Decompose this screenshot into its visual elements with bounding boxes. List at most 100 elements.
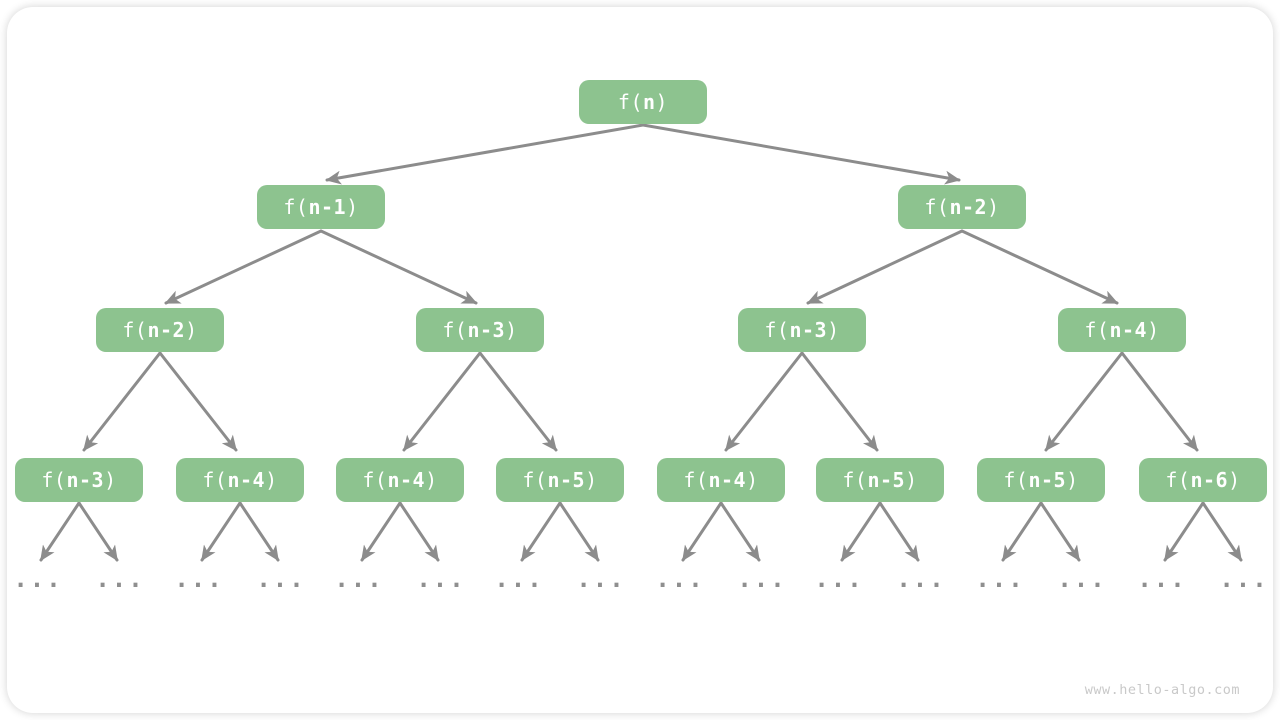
- ellipsis: ...: [95, 565, 145, 593]
- tree-edge: [724, 351, 804, 452]
- tree-edge: [1039, 501, 1081, 562]
- ellipsis: ...: [174, 565, 224, 593]
- node-label-suffix: ): [1147, 318, 1160, 342]
- tree-edge: [800, 351, 879, 452]
- node-label-arg: n-6: [1190, 468, 1229, 492]
- node-l2-f-n-2: f(n-2): [898, 185, 1026, 229]
- node-label-suffix: ): [505, 318, 518, 342]
- node-label-prefix: f(: [283, 195, 309, 219]
- ellipsis: ...: [1057, 565, 1107, 593]
- node-l4-f-n-3: f(n-3): [15, 458, 143, 502]
- node-l4-f-n-6: f(n-6): [1139, 458, 1267, 502]
- ellipsis: ...: [975, 565, 1025, 593]
- node-label-prefix: f(: [442, 318, 468, 342]
- node-label-arg: n-2: [147, 318, 186, 342]
- node-l3-f-n-3: f(n-3): [738, 308, 866, 352]
- node-label-suffix: ): [1228, 468, 1241, 492]
- node-label-arg: n-3: [66, 468, 105, 492]
- ellipsis: ...: [896, 565, 946, 593]
- node-label-arg: n-2: [949, 195, 988, 219]
- node-l4-f-n-4: f(n-4): [336, 458, 464, 502]
- node-l4-f-n-5: f(n-5): [977, 458, 1105, 502]
- tree-edge: [77, 501, 119, 562]
- tree-edge: [82, 351, 162, 452]
- node-label-suffix: ): [746, 468, 759, 492]
- tree-edge: [558, 501, 600, 562]
- node-label-arg: n-5: [547, 468, 586, 492]
- node-l4-f-n-5: f(n-5): [816, 458, 944, 502]
- node-l4-f-n-4: f(n-4): [657, 458, 785, 502]
- tree-edge: [398, 501, 440, 562]
- node-label-prefix: f(: [522, 468, 548, 492]
- tree-edge: [319, 229, 478, 305]
- watermark-text: www.hello-algo.com: [1084, 682, 1240, 698]
- node-label-prefix: f(: [202, 468, 228, 492]
- node-label-prefix: f(: [924, 195, 950, 219]
- ellipsis: ...: [494, 565, 544, 593]
- ellipsis: ...: [576, 565, 626, 593]
- node-label-arg: n-3: [789, 318, 828, 342]
- node-label-suffix: ): [265, 468, 278, 492]
- tree-edge: [840, 501, 882, 562]
- tree-edge: [39, 501, 81, 562]
- tree-edge: [1163, 501, 1205, 562]
- node-label-suffix: ): [1066, 468, 1079, 492]
- tree-edge: [238, 501, 280, 562]
- tree-edge: [719, 501, 761, 562]
- ellipsis: ...: [655, 565, 705, 593]
- node-label-arg: n-4: [227, 468, 266, 492]
- node-label-arg: n-5: [867, 468, 906, 492]
- node-label-arg: n-4: [1109, 318, 1148, 342]
- node-label-suffix: ): [346, 195, 359, 219]
- tree-edge: [960, 229, 1119, 305]
- node-label-suffix: ): [585, 468, 598, 492]
- node-label-suffix: ): [425, 468, 438, 492]
- tree-edge: [878, 501, 920, 562]
- node-label-suffix: ): [104, 468, 117, 492]
- ellipsis: ...: [1137, 565, 1187, 593]
- tree-edge: [1044, 351, 1124, 452]
- node-label-suffix: ): [987, 195, 1000, 219]
- ellipsis: ...: [737, 565, 787, 593]
- node-label-prefix: f(: [362, 468, 388, 492]
- node-root-f-n: f(n): [579, 80, 707, 124]
- node-l3-f-n-3: f(n-3): [416, 308, 544, 352]
- tree-edge: [478, 351, 558, 452]
- node-label-prefix: f(: [122, 318, 148, 342]
- ellipsis: ...: [416, 565, 466, 593]
- node-label-arg: n-3: [467, 318, 506, 342]
- node-label-prefix: f(: [842, 468, 868, 492]
- node-l4-f-n-4: f(n-4): [176, 458, 304, 502]
- node-label-arg: n: [643, 90, 656, 114]
- node-label-prefix: f(: [617, 90, 643, 114]
- tree-edge: [520, 501, 562, 562]
- node-l4-f-n-5: f(n-5): [496, 458, 624, 502]
- tree-edge: [158, 351, 238, 452]
- tree-edge: [1201, 501, 1243, 562]
- ellipsis: ...: [256, 565, 306, 593]
- node-label-suffix: ): [905, 468, 918, 492]
- tree-edge: [360, 501, 402, 562]
- node-label-arg: n-4: [708, 468, 747, 492]
- tree-edge: [402, 351, 482, 452]
- tree-edge: [1120, 351, 1199, 452]
- node-label-prefix: f(: [1165, 468, 1191, 492]
- node-label-suffix: ): [655, 90, 669, 114]
- node-label-prefix: f(: [683, 468, 709, 492]
- ellipsis: ...: [13, 565, 63, 593]
- node-label-arg: n-4: [387, 468, 426, 492]
- node-label-prefix: f(: [41, 468, 67, 492]
- tree-edge: [200, 501, 242, 562]
- ellipsis: ...: [814, 565, 864, 593]
- node-label-suffix: ): [827, 318, 840, 342]
- tree-edge: [681, 501, 723, 562]
- node-label-suffix: ): [185, 318, 198, 342]
- node-label-arg: n-5: [1028, 468, 1067, 492]
- tree-edge: [325, 123, 645, 185]
- node-l3-f-n-4: f(n-4): [1058, 308, 1186, 352]
- node-label-arg: n-1: [308, 195, 347, 219]
- node-l3-f-n-2: f(n-2): [96, 308, 224, 352]
- ellipsis: ...: [334, 565, 384, 593]
